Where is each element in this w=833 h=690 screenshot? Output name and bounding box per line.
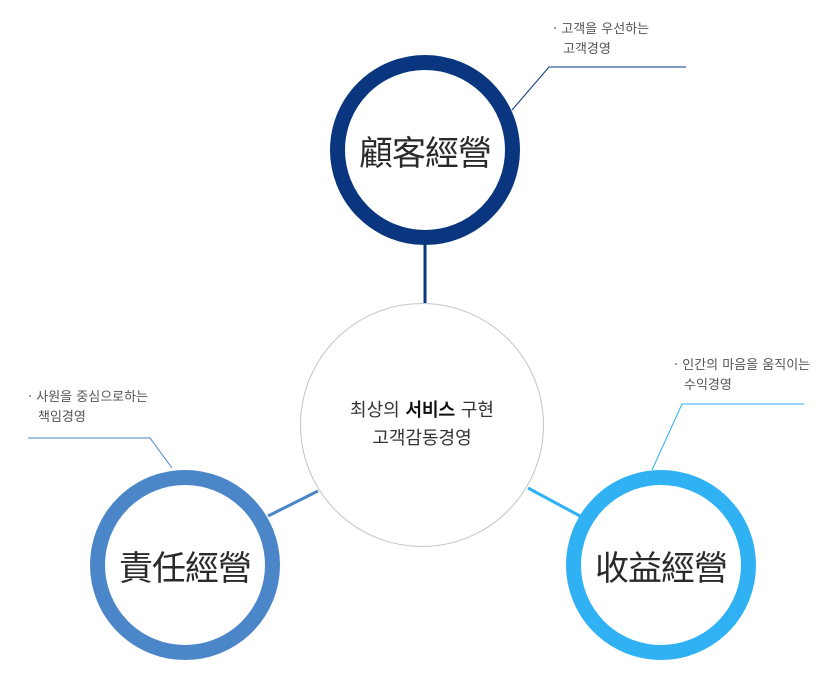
node-label-customer: 顧客經營: [359, 133, 492, 174]
note-profit: · 인간의 마음을 움직이는 수익경영: [674, 356, 810, 396]
callout-line-left: [28, 437, 173, 469]
note-profit-line1: · 인간의 마음을 움직이는: [674, 358, 811, 373]
node-responsibility-management: 責任經營: [90, 470, 280, 660]
callout-line-right: [651, 403, 804, 471]
connector-right: [527, 486, 581, 518]
center-circle: 최상의 서비스 구현 고객감동경영: [300, 303, 544, 547]
node-label-responsibility: 責任經營: [119, 548, 252, 589]
note-customer-line2: 고객경영: [563, 42, 611, 57]
connector-left: [267, 489, 319, 518]
callout-line-top: [511, 66, 686, 111]
center-bold-text: 서비스: [405, 400, 456, 421]
note-responsibility-line1: · 사원을 중심으로하는: [28, 390, 149, 405]
note-customer-line1: · 고객을 우선하는: [553, 22, 650, 37]
note-responsibility: · 사원을 중심으로하는 책임경영: [28, 388, 148, 428]
center-line-2: 고객감동경영: [372, 428, 472, 449]
node-label-profit: 收益經營: [595, 548, 728, 589]
note-responsibility-line2: 책임경영: [38, 410, 86, 425]
center-line-1: 최상의 서비스 구현: [350, 400, 494, 421]
note-customer: · 고객을 우선하는 고객경영: [553, 20, 649, 60]
node-customer-management: 顧客經營: [330, 55, 520, 245]
node-profit-management: 收益經營: [566, 470, 756, 660]
note-profit-line2: 수익경영: [684, 378, 732, 393]
